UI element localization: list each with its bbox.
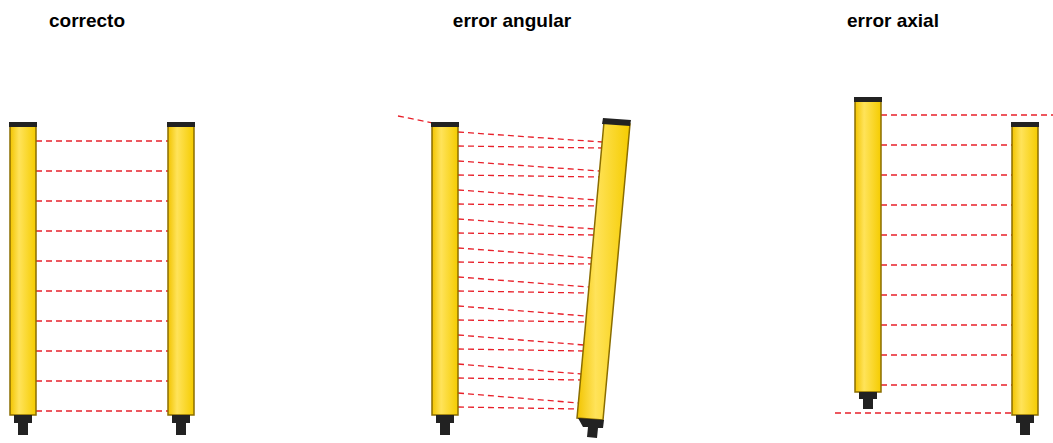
- light-beam: [458, 132, 602, 142]
- light-beam: [458, 407, 578, 409]
- light-beam: [458, 204, 596, 206]
- light-beam: [881, 114, 1053, 115]
- light-beam: [881, 384, 1012, 385]
- light-beam: [458, 393, 579, 403]
- light-beam: [458, 190, 597, 200]
- receiver-bar: [167, 122, 195, 435]
- receiver-bar: [1011, 122, 1039, 435]
- light-beam: [36, 260, 168, 261]
- light-beam: [881, 204, 1012, 205]
- light-beam: [36, 170, 168, 171]
- light-beam: [458, 277, 589, 287]
- light-beam: [36, 350, 168, 351]
- light-beam: [881, 264, 1012, 265]
- panel-label: error angular: [453, 10, 571, 32]
- light-beam: [458, 364, 581, 374]
- light-beam: [458, 378, 581, 380]
- light-beam: [458, 291, 589, 293]
- light-beam: [36, 230, 168, 231]
- light-beam: [458, 262, 591, 264]
- light-beam: [881, 234, 1012, 235]
- tilted-receiver-bar: [577, 118, 631, 438]
- raised-emitter-bar: [854, 97, 882, 409]
- light-beam: [881, 354, 1012, 355]
- light-beam: [881, 294, 1012, 295]
- emitter-bar: [431, 122, 459, 435]
- emitter-bar: [9, 122, 37, 435]
- light-beam: [458, 320, 586, 322]
- light-beam: [458, 349, 583, 351]
- light-beam: [458, 146, 602, 148]
- light-beam: [458, 161, 600, 171]
- light-beam: [835, 412, 1012, 413]
- light-beam: [458, 306, 586, 316]
- light-beam: [36, 140, 168, 141]
- light-beam: [881, 144, 1012, 145]
- panel-label: error axial: [847, 10, 939, 32]
- light-beam: [398, 116, 458, 128]
- light-beam: [458, 219, 594, 229]
- panel-label: correcto: [49, 10, 125, 32]
- light-beam: [458, 335, 584, 345]
- light-beam: [458, 248, 592, 258]
- light-beam: [881, 324, 1012, 325]
- light-beam: [458, 233, 594, 235]
- light-beam: [36, 410, 168, 411]
- light-beam: [881, 174, 1012, 175]
- light-beam: [36, 320, 168, 321]
- light-beam: [36, 380, 168, 381]
- light-beam: [36, 290, 168, 291]
- light-beam: [458, 175, 599, 177]
- light-beam: [36, 200, 168, 201]
